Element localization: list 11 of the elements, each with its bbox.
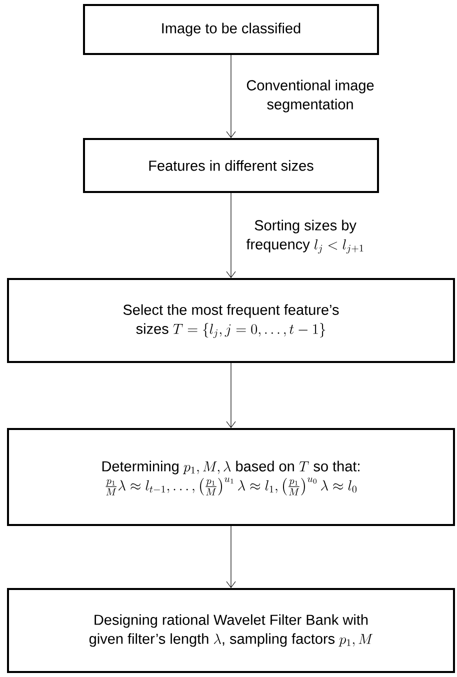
edge-label: $\begin{array}{c}\text{Sorting sizes by}\\ \text{frequency } l_j < l_{j+1}\end{array}$ [246,220,364,254]
process-box: $\begin{array}{c}\text{Select the most frequent feature's}\\ \text{sizes } T=\{l_j, j=0,\dots,t-1\}\end{array}$ [7,278,455,363]
process-box: $\text{Features in different sizes}$ [83,138,379,193]
arrow [226,362,236,428]
edge-label: $\begin{array}{c}\text{Conventional image}\\ \text{segmentation}\end{array}$ [246,80,374,112]
arrow [226,54,236,138]
process-box: $\begin{array}{c}\text{Designing rational Wavelet Filter Bank with}\\ \text{given filter's length } \lambda\text{, sampling factors } p_1, M\end{array}$ [7,588,455,673]
arrow [226,192,236,278]
arrow [226,526,236,588]
process-box: $\begin{array}{c}\text{Determining } p_1, M, \lambda \text{ based on } T \text{ so that:}\\ \frac{p_1}{M}\lambda \approx l_{t-1}, \dots, \left(\frac{p_1}{M}\right)^{u_1}\lambda \approx l_1, \left(\frac{p_1}{M}\right)^{u_0}\lambda \approx l_0\end{array}$ [7,428,455,526]
process-box: $\text{Image to be classified}$ [83,4,379,55]
